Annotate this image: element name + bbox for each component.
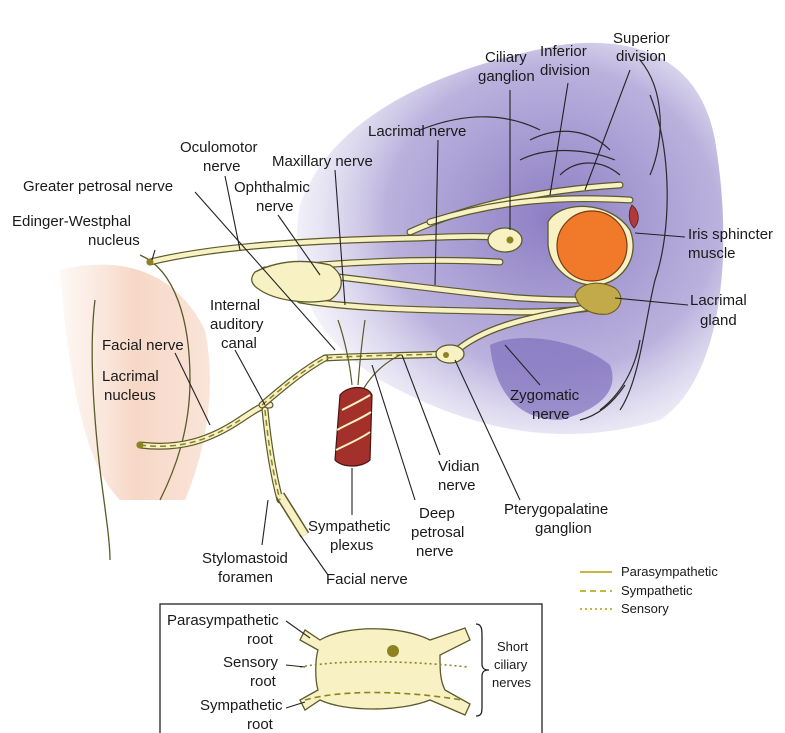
label-lacrimal-gland-2: gland [700, 312, 737, 329]
legend: Parasympathetic Sympathetic Sensory [580, 564, 718, 616]
label-lacrimal-nucleus-1: Lacrimal [102, 368, 159, 385]
trigeminal-ganglion [252, 261, 342, 301]
ciliary-ganglion [488, 228, 522, 252]
label-facial-nerve-upper: Facial nerve [102, 337, 184, 354]
label-lacrimal-nerve: Lacrimal nerve [368, 123, 466, 140]
label-sympathetic-plexus-2: plexus [330, 537, 373, 554]
legend-sensory: Sensory [621, 601, 669, 616]
label-inferior-division-2: division [540, 62, 590, 79]
label-inferior-division-1: Inferior [540, 43, 587, 60]
label-maxillary-nerve: Maxillary nerve [272, 153, 373, 170]
label-zygomatic-nerve-2: nerve [532, 406, 570, 423]
label-zygomatic-nerve-1: Zygomatic [510, 387, 580, 404]
label-iris-sphincter-2: muscle [688, 245, 736, 262]
label-ciliary-ganglion-2: ganglion [478, 68, 535, 85]
inset-sympathetic-root-2: root [247, 716, 274, 733]
label-superior-division-1: Superior [613, 30, 670, 47]
label-internal-auditory-2: auditory [210, 316, 264, 333]
lacrimal-nucleus-dot [137, 442, 144, 449]
inset-parasympathetic-root-2: root [247, 631, 274, 648]
legend-sympathetic: Sympathetic [621, 583, 693, 598]
label-lacrimal-nucleus-2: nucleus [104, 387, 156, 404]
inset-ciliary-ganglion: Parasympathetic root Sensory root Sympat… [160, 604, 542, 733]
brainstem-region [60, 255, 210, 560]
label-vidian-nerve-2: nerve [438, 477, 476, 494]
inset-short-ciliary-1: Short [497, 639, 528, 654]
label-deep-petrosal-3: nerve [416, 543, 454, 560]
label-edinger-westphal-2: nucleus [88, 232, 140, 249]
label-sympathetic-plexus-1: Sympathetic [308, 518, 391, 535]
label-ophthalmic-nerve-1: Ophthalmic [234, 179, 310, 196]
label-ophthalmic-nerve-2: nerve [256, 198, 294, 215]
label-vidian-nerve-1: Vidian [438, 458, 479, 475]
label-facial-nerve-lower: Facial nerve [326, 571, 408, 588]
label-edinger-westphal-1: Edinger-Westphal [12, 213, 131, 230]
inset-sensory-root-2: root [250, 673, 277, 690]
label-ciliary-ganglion-1: Ciliary [485, 49, 527, 66]
legend-parasympathetic: Parasympathetic [621, 564, 718, 579]
label-greater-petrosal-nerve: Greater petrosal nerve [23, 178, 173, 195]
label-internal-auditory-1: Internal [210, 297, 260, 314]
label-internal-auditory-3: canal [221, 335, 257, 352]
internal-carotid-artery [335, 388, 372, 467]
label-iris-sphincter-1: Iris sphincter [688, 226, 773, 243]
label-pterygopalatine-2: ganglion [535, 520, 592, 537]
label-stylomastoid-1: Stylomastoid [202, 550, 288, 567]
label-oculomotor-nerve-1: Oculomotor [180, 139, 258, 156]
inset-sympathetic-root-1: Sympathetic [200, 697, 283, 714]
label-deep-petrosal-2: petrosal [411, 524, 464, 541]
inset-short-ciliary-3: nerves [492, 675, 532, 690]
label-superior-division-2: division [616, 48, 666, 65]
label-stylomastoid-2: foramen [218, 569, 273, 586]
inset-short-ciliary-2: ciliary [494, 657, 528, 672]
label-pterygopalatine-1: Pterygopalatine [504, 501, 608, 518]
label-deep-petrosal-1: Deep [419, 505, 455, 522]
inset-sensory-root-1: Sensory [223, 654, 279, 671]
label-lacrimal-gland-1: Lacrimal [690, 292, 747, 309]
inset-parasympathetic-root-1: Parasympathetic [167, 612, 279, 629]
label-oculomotor-nerve-2: nerve [203, 158, 241, 175]
pterygopalatine-ganglion [436, 345, 464, 363]
